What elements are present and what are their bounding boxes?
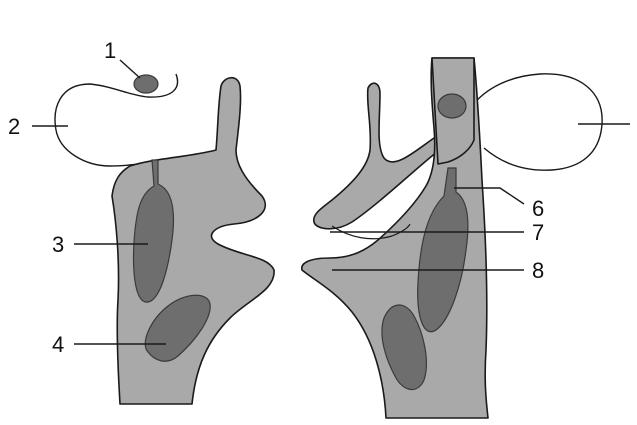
label-8: 8 bbox=[532, 258, 544, 283]
label-6: 6 bbox=[532, 196, 544, 221]
leader-1 bbox=[120, 60, 140, 78]
right-balloon-outline bbox=[472, 74, 602, 170]
right-top-nodule bbox=[438, 94, 466, 118]
label-7: 7 bbox=[532, 220, 544, 245]
label-4: 4 bbox=[52, 332, 64, 357]
label-1: 1 bbox=[104, 38, 116, 63]
label-3: 3 bbox=[52, 232, 64, 257]
label-2: 2 bbox=[8, 114, 20, 139]
nodule bbox=[134, 75, 158, 93]
